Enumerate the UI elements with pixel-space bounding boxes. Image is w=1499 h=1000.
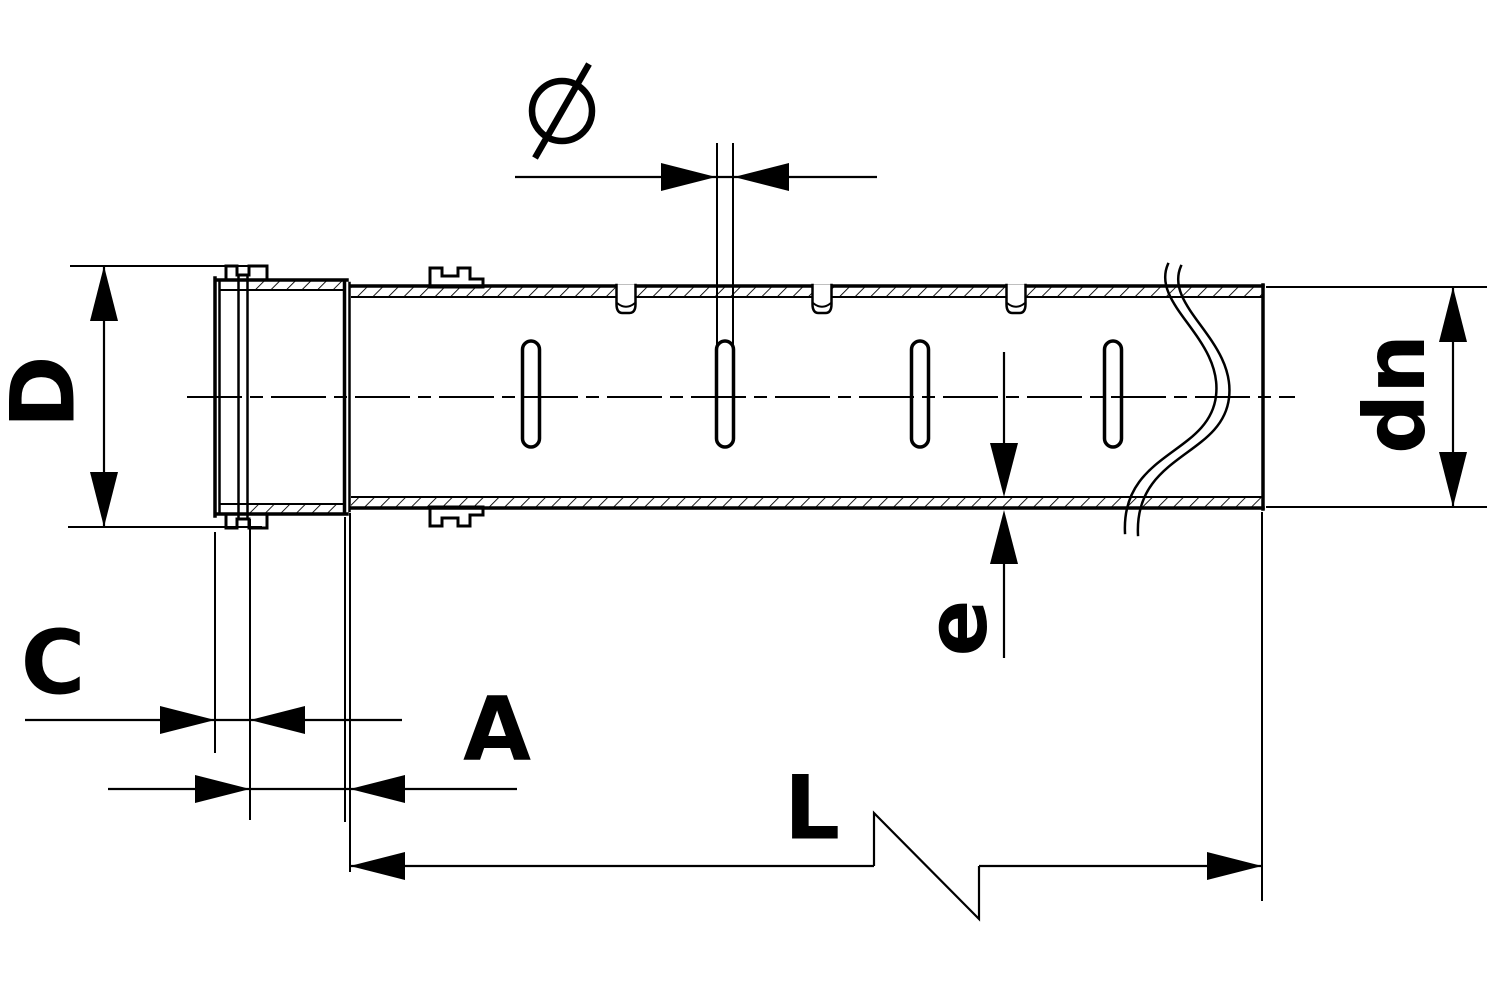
pipe-body <box>349 266 1265 528</box>
slot-width-arrow-left <box>661 163 716 191</box>
L-label: L <box>784 757 840 860</box>
C-arrow-left <box>160 706 215 734</box>
diameter-symbol-icon: Ø <box>528 62 596 160</box>
notch-1-outline <box>615 283 637 315</box>
D-arrow-up <box>90 266 118 321</box>
pipe-top-wall-hatch <box>351 286 1263 297</box>
L-arrow-right <box>1207 852 1262 880</box>
dimension-dn: dn <box>1266 286 1487 508</box>
pipe-bottom-wall-hatch <box>351 497 1263 508</box>
dimension-slot-width: Ø <box>515 62 877 428</box>
notch-1-fill <box>616 284 636 313</box>
dn-arrow-down <box>1439 452 1467 507</box>
dimension-A: A <box>108 513 531 872</box>
break-curve-left <box>1123 262 1218 535</box>
A-label: A <box>463 678 531 781</box>
A-arrow-left <box>195 775 250 803</box>
break-line <box>1123 262 1231 537</box>
socket-bottom-wall-hatch <box>249 504 345 514</box>
notch-2-bottom-arc <box>812 302 832 308</box>
e-arrow-down <box>990 443 1018 497</box>
slot-4 <box>1102 339 1124 449</box>
notch-3-outline <box>1005 283 1027 315</box>
L-break-zigzag <box>872 810 981 922</box>
notch-2-outline <box>811 283 833 315</box>
socket <box>213 264 351 530</box>
drainage-slots <box>520 339 1124 449</box>
pipe-collar-lug-top <box>428 266 485 289</box>
dn-arrow-up <box>1439 287 1467 342</box>
notch-3-bottom-arc <box>1006 302 1026 308</box>
socket-top-wall-hatch <box>249 280 345 290</box>
break-curve-right <box>1136 264 1231 537</box>
slot-3 <box>909 339 931 449</box>
dimension-L: L <box>350 512 1263 922</box>
notch-2-fill <box>812 284 832 313</box>
pipe-collar-lug-bottom <box>428 505 485 528</box>
notch-3-fill <box>1006 284 1026 313</box>
A-arrow-right <box>350 775 405 803</box>
slot-width-arrow-right <box>734 163 789 191</box>
slot-2 <box>714 339 736 449</box>
dn-label: dn <box>1346 334 1444 454</box>
e-arrow-up <box>990 510 1018 564</box>
L-arrow-left <box>350 852 405 880</box>
e-label: e <box>908 600 1006 657</box>
C-arrow-right <box>250 706 305 734</box>
slot-1 <box>520 339 542 449</box>
dimension-D: D <box>0 265 262 528</box>
top-wall-notches <box>615 283 1027 315</box>
dimension-C: C <box>21 519 402 820</box>
D-arrow-down <box>90 472 118 527</box>
dimension-e: e <box>908 352 1018 658</box>
notch-1-bottom-arc <box>616 302 636 308</box>
D-label: D <box>0 355 95 428</box>
C-label: C <box>21 612 86 715</box>
